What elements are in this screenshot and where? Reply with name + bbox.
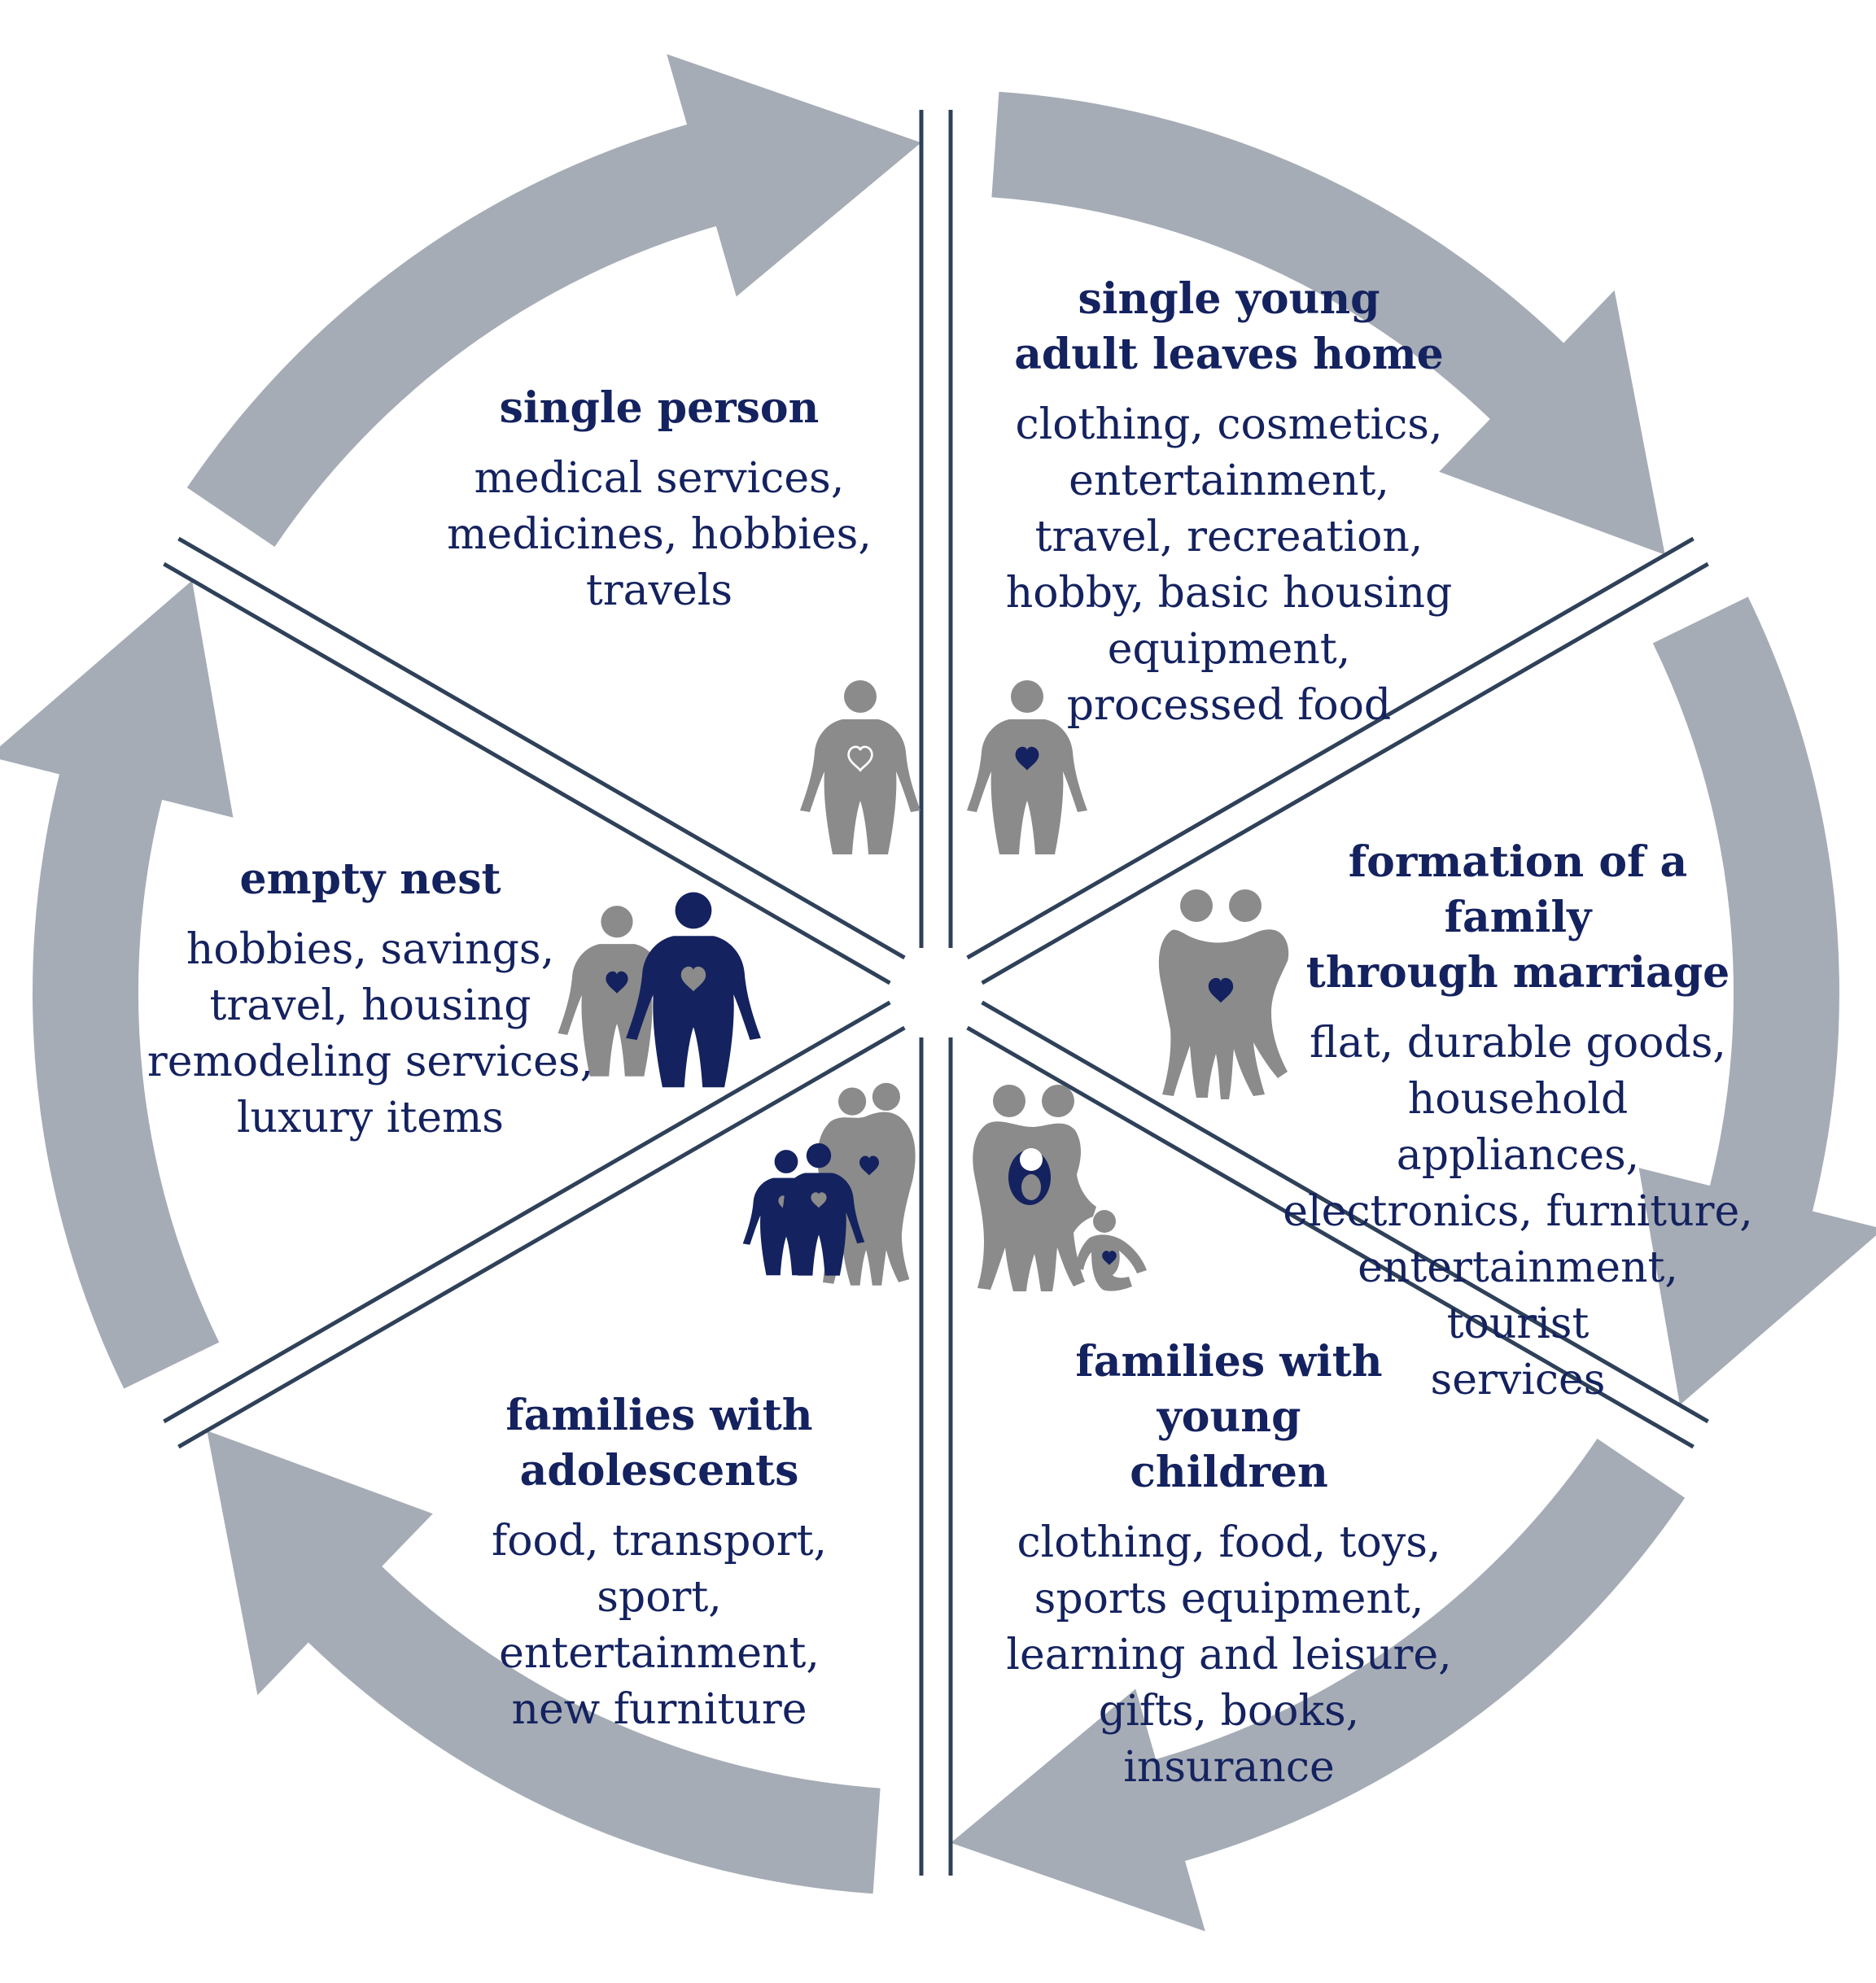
divider-line — [981, 561, 1709, 985]
stage-item: electronics, furniture, — [1283, 1187, 1753, 1236]
stage-item: travel, recreation, — [1034, 513, 1423, 561]
divider-line — [163, 561, 891, 985]
stage-item: travels — [585, 566, 733, 615]
stage-title: single young adult leaves home — [1001, 272, 1457, 382]
stage-item: hobbies, savings, — [186, 925, 555, 974]
divider-line — [981, 1000, 1709, 1424]
stage-title-line: adult leaves home — [1014, 330, 1444, 379]
stage-item: luxury items — [237, 1094, 504, 1142]
stage-empty-nest: empty nest hobbies, savings, travel, hou… — [142, 852, 598, 1147]
stage-title-line: adolescents — [519, 1446, 799, 1496]
stage-items: flat, durable goods, household appliance… — [1282, 1016, 1754, 1409]
divider-line — [966, 1025, 1695, 1449]
stage-item: entertainment, tourist — [1358, 1243, 1678, 1348]
stage-item: services — [1430, 1356, 1606, 1404]
cycle-arrow-young-children — [951, 1439, 1686, 1932]
stage-item: sports equipment, — [1034, 1575, 1424, 1623]
sector-dividers — [163, 110, 1709, 1876]
stage-young-children: families with young children clothing, f… — [1001, 1334, 1457, 1796]
family-with-teens-icon — [742, 1082, 916, 1286]
cycle-arrows — [0, 54, 1876, 1932]
stage-item: sport, entertainment, — [499, 1573, 820, 1678]
cycle-arrow-empty-nest — [0, 580, 234, 1389]
divider-line — [177, 1025, 906, 1449]
stage-formation-of-family: formation of a family through marriage f… — [1282, 835, 1754, 1409]
divider-line — [177, 536, 906, 960]
stage-title-line: families with young — [1075, 1337, 1383, 1442]
stage-title-line: families with — [505, 1391, 813, 1440]
stage-item: medicines, hobbies, — [447, 510, 872, 559]
stage-title: empty nest — [142, 852, 598, 907]
single-person-outline-heart-icon — [800, 680, 921, 854]
stage-item: insurance — [1123, 1743, 1335, 1792]
stage-single-person: single person medical services, medicine… — [431, 381, 887, 619]
cycle-arrow-single-young-adult — [991, 91, 1665, 555]
stage-item: processed food — [1066, 681, 1392, 730]
stage-item: gifts, books, — [1098, 1687, 1360, 1736]
stage-title: families with adolescents — [431, 1388, 887, 1499]
stage-title: families with young children — [1001, 1334, 1457, 1500]
stage-item: remodeling services, — [146, 1037, 594, 1086]
stage-item: new furniture — [511, 1685, 807, 1734]
stage-item: food, transport, — [491, 1517, 827, 1566]
divider-line — [966, 536, 1695, 960]
cycle-arrow-single-person — [186, 54, 921, 547]
family-with-baby-icon — [973, 1085, 1147, 1291]
stage-adolescents: families with adolescents food, transpor… — [431, 1388, 887, 1738]
stage-title-line: through marriage — [1305, 948, 1730, 998]
stage-item: flat, durable goods, — [1310, 1019, 1726, 1068]
person-body-icon — [800, 680, 921, 854]
stage-item: hobby, basic housing — [1005, 569, 1453, 618]
stage-item: learning and leisure, — [1006, 1631, 1452, 1679]
stage-item: household appliances, — [1396, 1075, 1640, 1180]
stage-items: hobbies, savings, travel, housing remode… — [142, 922, 598, 1147]
stage-title-line: single person — [499, 383, 820, 433]
stage-item: clothing, cosmetics, — [1015, 400, 1443, 449]
stage-items: medical services, medicines, hobbies, tr… — [431, 451, 887, 619]
stage-item: travel, housing — [209, 981, 531, 1030]
stage-item: equipment, — [1107, 625, 1351, 674]
stage-title-line: empty nest — [239, 854, 501, 904]
stage-item: entertainment, — [1069, 456, 1389, 505]
stage-title-line: single young — [1078, 274, 1380, 324]
stage-title: single person — [431, 381, 887, 436]
stage-items: clothing, cosmetics, entertainment, trav… — [1001, 397, 1457, 734]
stage-items: clothing, food, toys, sports equipment, … — [1001, 1515, 1457, 1796]
divider-line — [163, 1000, 891, 1424]
stage-single-young-adult: single young adult leaves home clothing,… — [1001, 272, 1457, 734]
stage-item: clothing, food, toys, — [1017, 1518, 1441, 1567]
couple-embrace-icon — [1158, 889, 1289, 1099]
stage-items: food, transport, sport, entertainment, n… — [431, 1513, 887, 1738]
cycle-arrow-formation-of-family — [1638, 596, 1876, 1405]
stage-title-line: formation of a family — [1348, 837, 1688, 942]
stage-item: medical services, — [474, 454, 845, 503]
cycle-arrow-adolescents — [207, 1430, 881, 1894]
stage-title: formation of a family through marriage — [1282, 835, 1754, 1001]
stage-title-line: children — [1130, 1448, 1328, 1497]
